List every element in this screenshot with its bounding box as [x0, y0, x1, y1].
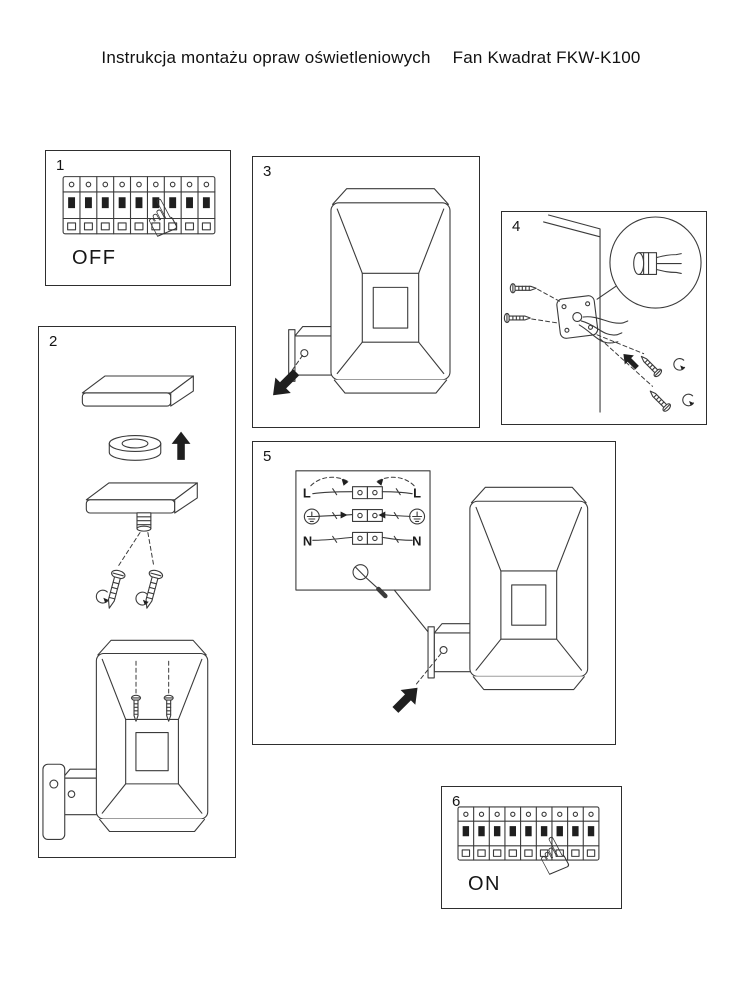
step-6-box: 6 ☝ ON	[441, 786, 622, 909]
title-text: Instrukcja montażu opraw oświetleniowych	[101, 48, 431, 67]
terminal-l-right: L	[413, 486, 421, 501]
up-right-arrow-icon	[388, 680, 425, 718]
wall-corner	[544, 215, 600, 412]
step-2-number: 2	[49, 333, 58, 350]
wall-anchor-screw	[139, 568, 165, 611]
step-3-number: 3	[263, 163, 272, 180]
screw-guide-lines	[136, 661, 169, 693]
rotation-arrow-icon	[95, 589, 109, 604]
screwdriver-icon	[353, 565, 385, 596]
plate-screw	[503, 312, 531, 324]
assembled-fixture	[43, 639, 209, 839]
power-on-label: ON	[468, 873, 501, 895]
wire-connector-detail	[634, 253, 682, 275]
fixture-lid-top	[81, 375, 194, 407]
rotation-arrow-icon	[682, 393, 695, 407]
up-arrow-icon	[171, 431, 191, 460]
step-4-illustration	[503, 212, 706, 414]
step-5-number: 5	[263, 448, 272, 465]
step-5-box: 5 L L N N	[252, 441, 616, 745]
mounting-screw	[637, 352, 664, 379]
screw-direction-line	[416, 654, 441, 685]
wires	[313, 489, 412, 543]
supply-wires	[579, 317, 628, 343]
mounting-ring	[109, 436, 160, 461]
page-title: Instrukcja montażu opraw oświetleniowych…	[0, 48, 742, 68]
step-4-number: 4	[512, 218, 521, 235]
up-left-arrow-icon	[618, 349, 642, 373]
step-3-illustration	[265, 188, 451, 404]
wall-mount-plate	[556, 295, 598, 339]
step-6-number: 6	[452, 793, 461, 810]
circuit-breaker-icon	[457, 806, 600, 861]
step-2-box: 2	[38, 326, 236, 858]
terminal-n-left: N	[303, 533, 312, 548]
title-model: Fan Kwadrat FKW-K100	[452, 48, 641, 67]
magnifier-leader-line	[597, 286, 616, 299]
power-off-label: OFF	[72, 247, 117, 269]
wall-plate	[43, 764, 65, 839]
wall-anchor-screw	[101, 568, 127, 611]
fixture-lid-with-stem	[85, 482, 198, 531]
terminal-n-right: N	[412, 533, 421, 548]
screw-guide-lines	[532, 289, 560, 323]
earth-ground-icon	[409, 508, 426, 525]
step-4-box: 4	[501, 211, 707, 425]
step-2-illustration	[39, 375, 209, 857]
fixture-illustration	[427, 486, 589, 690]
terminal-block	[353, 487, 383, 545]
step-1-number: 1	[56, 157, 65, 174]
step-5-illustration: L L N N	[253, 442, 589, 718]
step-3-box: 3	[252, 156, 480, 428]
terminal-l-left: L	[303, 486, 311, 501]
mounting-screw	[646, 387, 673, 414]
step-1-box: 1 ☝ OFF	[45, 150, 231, 286]
wire-route-arrows	[311, 477, 414, 485]
anchor-guide-lines	[118, 533, 154, 567]
plate-screw	[509, 283, 537, 294]
rotation-arrow-icon	[673, 358, 686, 371]
fixture-illustration	[288, 188, 451, 394]
wiring-diagram-box	[296, 471, 430, 590]
